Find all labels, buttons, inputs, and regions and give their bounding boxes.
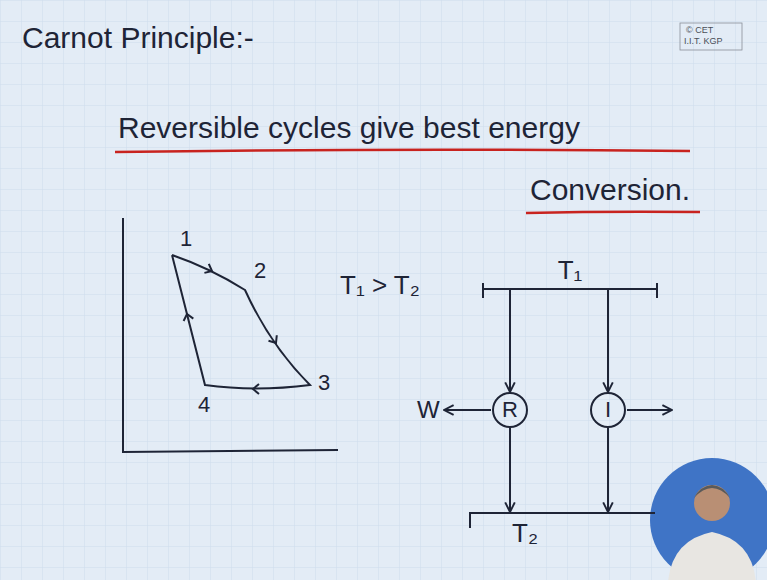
title-text: Carnot Principle:- <box>22 20 254 56</box>
cycle-arrowhead <box>253 384 259 394</box>
node-text: R <box>502 397 518 423</box>
cycle-arrowheads <box>182 264 280 394</box>
engine-outline <box>493 393 527 427</box>
cycle-arrowhead <box>204 264 214 276</box>
cycle-arrowhead <box>182 313 193 321</box>
state-number: 4 <box>198 392 210 418</box>
state-number: 1 <box>180 226 192 252</box>
state-number: 3 <box>318 370 330 396</box>
red-underline <box>526 212 700 213</box>
node-text: T₂ <box>512 518 538 549</box>
presenter-hair <box>694 485 730 498</box>
cycle-arrowhead <box>268 335 280 346</box>
inset-circle <box>650 458 767 580</box>
reservoir-tick <box>470 512 655 528</box>
cycle-path <box>172 255 310 389</box>
work-arrow <box>444 409 491 411</box>
heat-flow-arrow <box>607 290 609 392</box>
statement-text: Conversion. <box>530 172 690 208</box>
heat-flow-arrow <box>607 428 609 512</box>
work-label: W <box>417 396 440 425</box>
presenter-inset <box>650 458 767 580</box>
presenter-shirt <box>668 532 756 580</box>
watermark: © CET <box>686 25 713 36</box>
irreversible-engine: I <box>590 392 626 428</box>
node-text: I <box>605 397 611 423</box>
cold-reservoir: T₂ <box>470 512 655 549</box>
engine-outline <box>591 393 625 427</box>
hot-reservoir: T₁ <box>483 255 657 290</box>
heat-flow-arrow <box>509 290 511 392</box>
red-underline <box>115 150 690 152</box>
work-arrow <box>627 409 672 411</box>
temperature-relation: T₁ > T₂ <box>340 270 420 301</box>
heat-flow-arrow <box>509 428 511 512</box>
state-number: 2 <box>254 258 266 284</box>
node-text: T₁ <box>558 255 583 286</box>
watermark: I.I.T. KGP <box>684 36 723 47</box>
presenter-head <box>694 485 730 521</box>
axes <box>123 218 338 452</box>
watermark-box <box>680 23 742 50</box>
reversible-engine: R <box>492 392 528 428</box>
statement-text: Reversible cycles give best energy <box>118 110 580 146</box>
